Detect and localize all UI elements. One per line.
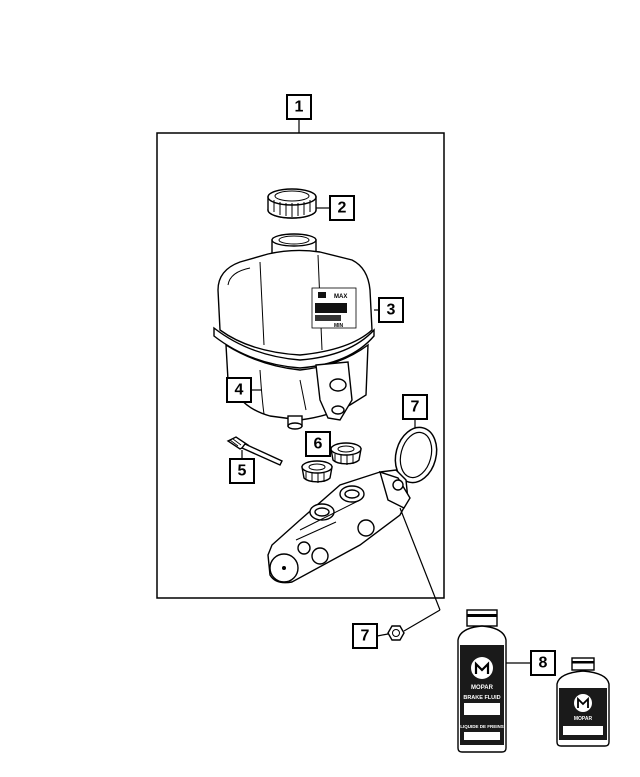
svg-text:MAX: MAX [334, 294, 347, 300]
svg-text:BRAKE FLUID: BRAKE FLUID [463, 695, 500, 701]
brake-fluid-bottle-small: MOPAR [556, 657, 610, 747]
svg-text:MIN: MIN [334, 323, 344, 329]
callout-6[interactable]: 6 [305, 431, 331, 457]
svg-text:6: 6 [314, 436, 323, 453]
svg-text:MOPAR: MOPAR [574, 716, 593, 722]
svg-text:5: 5 [238, 463, 247, 480]
callout-4[interactable]: 4 [226, 377, 252, 403]
retaining-pin [226, 436, 283, 466]
callout-1[interactable]: 1 [286, 94, 312, 120]
leader-7-bottom [399, 507, 441, 611]
leader-7-nut [403, 609, 441, 632]
callout-2[interactable]: 2 [329, 195, 355, 221]
callout-3[interactable]: 3 [378, 297, 404, 323]
grommet-right [330, 442, 362, 465]
reservoir-body: MAX MIN [213, 233, 375, 430]
brake-fluid-bottle-large: MOPAR BRAKE FLUID LIQUIDE DE FREINS [457, 609, 507, 753]
mounting-nut [387, 625, 405, 641]
callout-7-top[interactable]: 7 [402, 394, 428, 420]
svg-text:3: 3 [387, 302, 396, 319]
leader-7-callout [376, 633, 389, 637]
reservoir-cap [267, 188, 317, 219]
svg-text:7: 7 [411, 399, 420, 416]
svg-text:8: 8 [539, 655, 548, 672]
svg-text:1: 1 [295, 99, 304, 116]
svg-text:4: 4 [235, 382, 244, 399]
assembly-frame [156, 132, 445, 599]
master-cylinder [267, 469, 411, 584]
svg-text:7: 7 [361, 628, 370, 645]
callout-7-bottom[interactable]: 7 [352, 623, 378, 649]
seal-ring [394, 426, 438, 484]
grommet-left [301, 460, 333, 483]
svg-text:LIQUIDE DE FREINS: LIQUIDE DE FREINS [460, 724, 504, 729]
callout-5[interactable]: 5 [229, 458, 255, 484]
svg-text:MOPAR: MOPAR [471, 685, 494, 691]
svg-text:2: 2 [338, 200, 347, 217]
callout-8[interactable]: 8 [530, 650, 556, 676]
